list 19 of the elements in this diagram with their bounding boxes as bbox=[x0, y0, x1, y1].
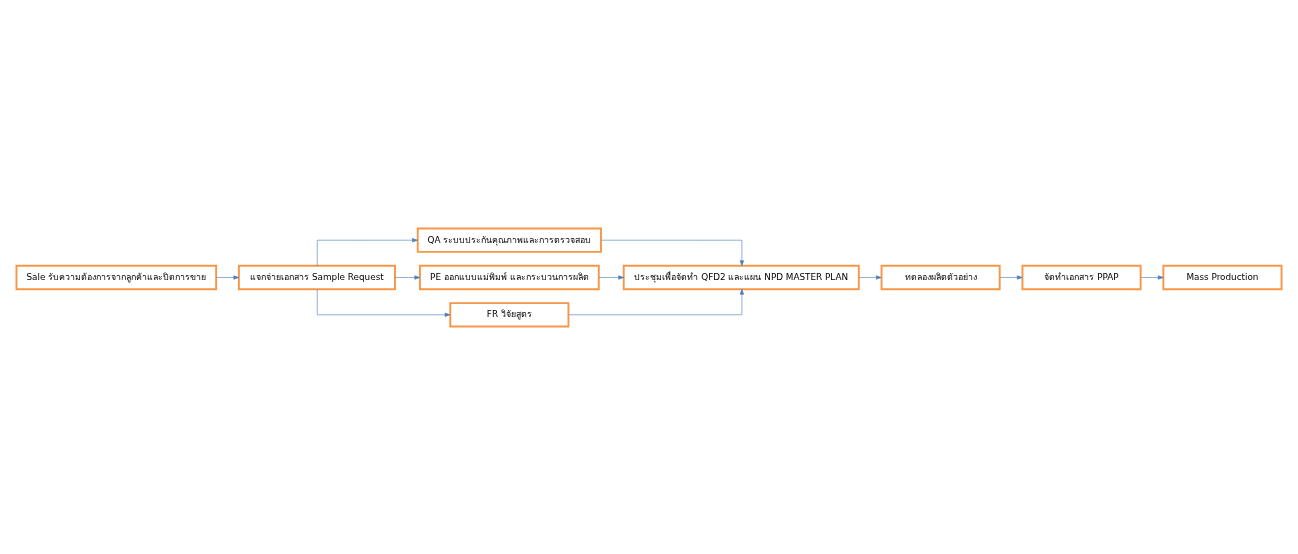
node-box: PE ออกแบบแม่พิมพ์ และกระบวนการผลิต bbox=[419, 264, 600, 290]
arrow bbox=[216, 274, 240, 280]
node-box: Mass Production bbox=[1162, 264, 1283, 290]
node-box: ประชุมเพื่อจัดทำ QFD2 และแผน NPD MASTER PLAN bbox=[622, 264, 860, 290]
arrow bbox=[600, 239, 744, 266]
arrow bbox=[1140, 274, 1164, 280]
arrow bbox=[598, 274, 625, 280]
node-box: QA ระบบประกันคุณภาพและการตรวจสอบ bbox=[416, 227, 602, 253]
arrow bbox=[999, 274, 1023, 280]
node-box: แจกจ่ายเอกสาร Sample Request bbox=[237, 264, 396, 290]
arrow bbox=[316, 288, 451, 317]
node-box: Sale รับความต้องการจากลูกค้าและปิดการขาย bbox=[15, 264, 218, 290]
node-box: จัดทำเอกสาร PPAP bbox=[1021, 264, 1142, 290]
arrow bbox=[568, 288, 744, 315]
node-box: ทดลองผลิตตัวอย่าง bbox=[880, 264, 1001, 290]
node-box: FR วิจัยสูตร bbox=[449, 301, 570, 327]
arrow bbox=[316, 237, 418, 266]
arrow bbox=[394, 274, 421, 280]
arrow bbox=[858, 274, 882, 280]
